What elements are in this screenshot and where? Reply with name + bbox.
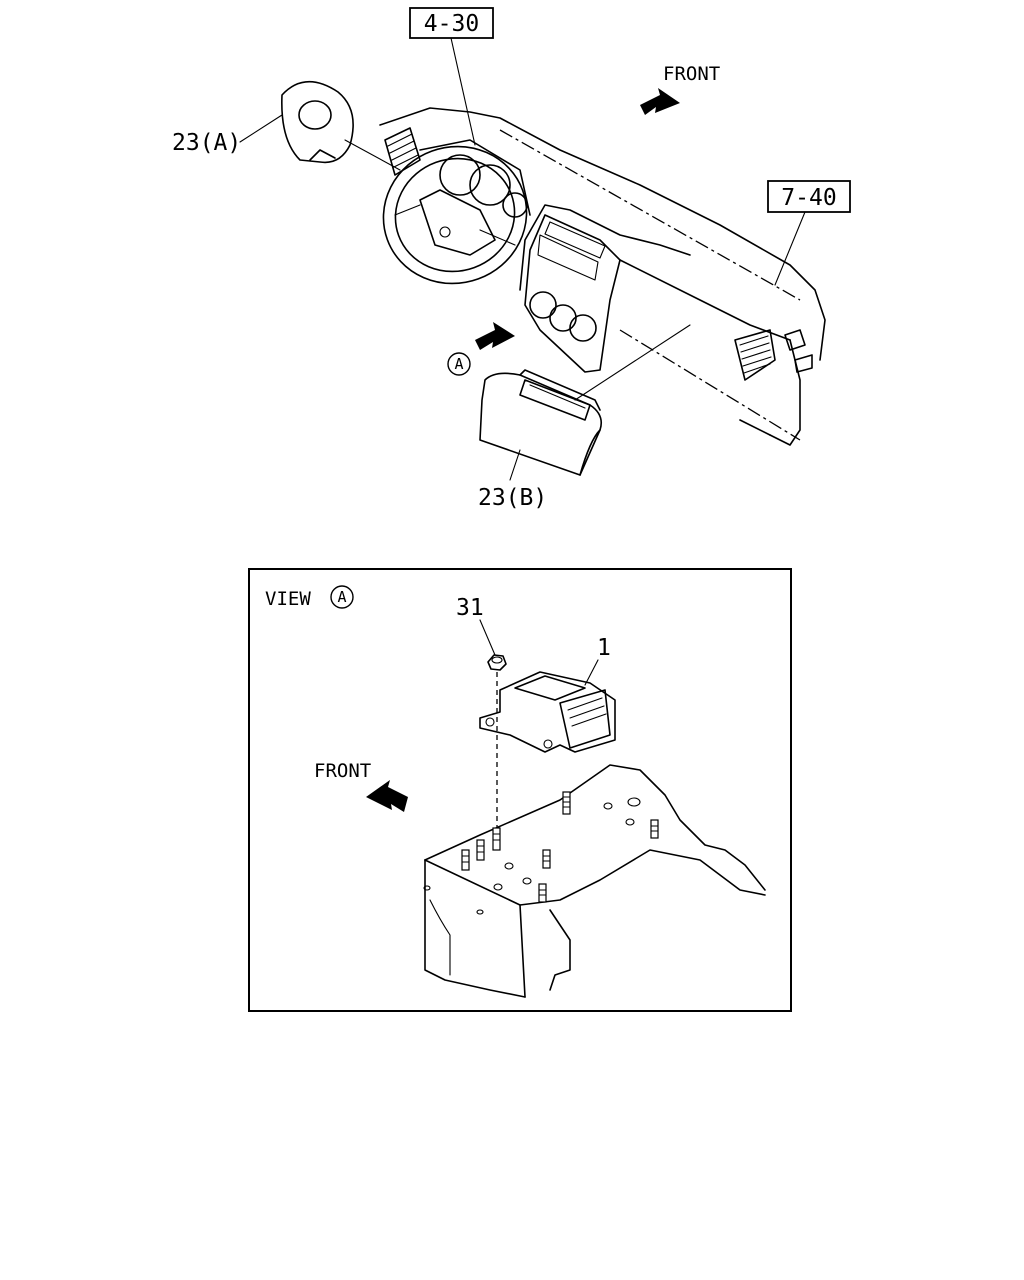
- view-a-arrow: [475, 322, 515, 350]
- ref-label-4-30: 4-30: [424, 11, 479, 37]
- detail-view-label: VIEW: [265, 588, 311, 610]
- ref-box-4-30: 4-30: [409, 7, 494, 39]
- nut-31: [487, 654, 507, 671]
- front-arrow-detail: [366, 780, 408, 812]
- detail-view-frame: [248, 568, 792, 1012]
- dashboard-illustration: [281, 80, 826, 476]
- leader-4-30: [450, 37, 476, 146]
- part-label-1: 1: [597, 635, 611, 661]
- leader-23a: [239, 114, 283, 143]
- mounting-studs: [461, 791, 659, 903]
- detail-view-marker-circle: [330, 585, 354, 609]
- ref-label-7-40: 7-40: [781, 185, 836, 211]
- leader-23b: [509, 449, 521, 481]
- leader-7-40: [774, 211, 806, 286]
- detail-view-marker: A: [337, 588, 346, 606]
- view-a-marker-circle: [447, 352, 471, 376]
- floor-bracket: [423, 764, 766, 998]
- front-label-detail: FRONT: [314, 760, 371, 782]
- part-label-23a: 23(A): [172, 130, 241, 156]
- leader-1: [584, 659, 599, 686]
- front-arrow-top: [640, 88, 680, 115]
- ref-box-7-40: 7-40: [767, 180, 851, 213]
- leader-31: [479, 619, 496, 656]
- part-label-31: 31: [456, 595, 484, 621]
- front-label-top: FRONT: [663, 63, 720, 85]
- view-a-marker: A: [454, 355, 463, 373]
- part-label-23b: 23(B): [478, 485, 547, 511]
- sensor-module-1: [479, 671, 616, 753]
